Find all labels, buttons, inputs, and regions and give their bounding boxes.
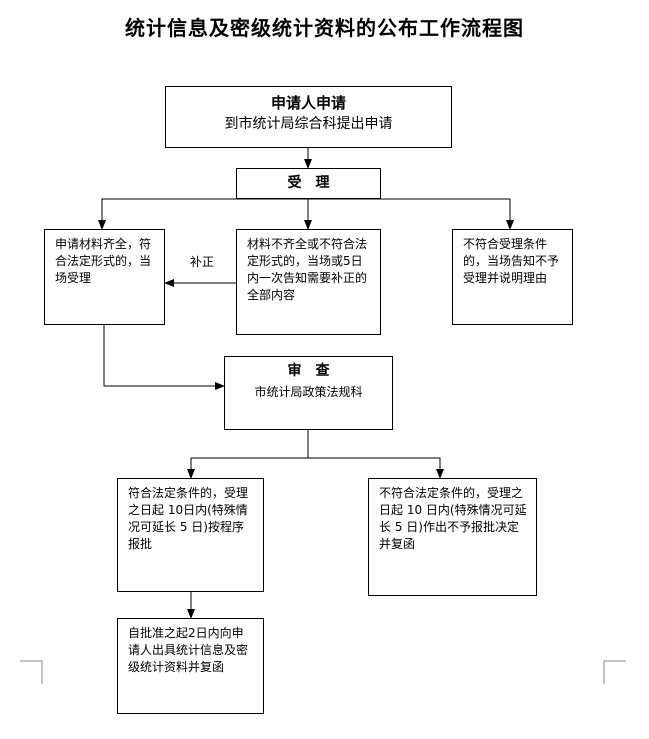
incomplete-text: 材料不齐全或不符合法定形式的，当场或5日内一次告知需要补正的全部内容 [247,237,368,302]
issue-text: 自批准之起2日内向申请人出具统计信息及密级统计资料并复函 [128,626,249,674]
review-text: 市统计局政策法规科 [254,385,363,399]
deny-box: 不符合法定条件的，受理之日起 10 日内(特殊情况可延长 5 日)作出不予报批决… [368,478,537,596]
review-title: 审 查 [287,363,330,379]
page-title: 统计信息及密级统计资料的公布工作流程图 [125,16,524,40]
apply-text: 到市统计局综合科提出申请 [224,116,393,132]
incomplete-box: 材料不齐全或不符合法定形式的，当场或5日内一次告知需要补正的全部内容 [236,229,381,335]
page-corner-marks [20,660,626,684]
apply-box: 申请人申请 到市统计局综合科提出申请 [165,86,452,148]
issue-box: 自批准之起2日内向申请人出具统计信息及密级统计资料并复函 [117,618,264,714]
branch-line-accept [101,198,511,229]
approve-text: 符合法定条件的，受理之日起 10日内(特殊情况可延长 5 日)按程序报批 [128,486,249,551]
complete-box: 申请材料齐全，符合法定形式的，当场受理 [44,229,165,325]
apply-title: 申请人申请 [270,94,346,112]
branch-line-review [190,457,441,476]
supplement-label: 补正 [190,255,215,269]
review-box: 审 查 市统计局政策法规科 [224,356,393,430]
accept-box: 受 理 [236,168,381,199]
arrow-complete-to-review [103,325,225,390]
deny-text: 不符合法定条件的，受理之日起 10 日内(特殊情况可延长 5 日)作出不予报批决… [379,486,527,551]
reject-text: 不符合受理条件的，当场告知不予受理并说明理由 [463,237,560,285]
accept-title: 受 理 [287,175,330,191]
reject-box: 不符合受理条件的，当场告知不予受理并说明理由 [452,229,573,325]
approve-box: 符合法定条件的，受理之日起 10日内(特殊情况可延长 5 日)按程序报批 [117,478,264,592]
complete-text: 申请材料齐全，符合法定形式的，当场受理 [55,237,152,285]
